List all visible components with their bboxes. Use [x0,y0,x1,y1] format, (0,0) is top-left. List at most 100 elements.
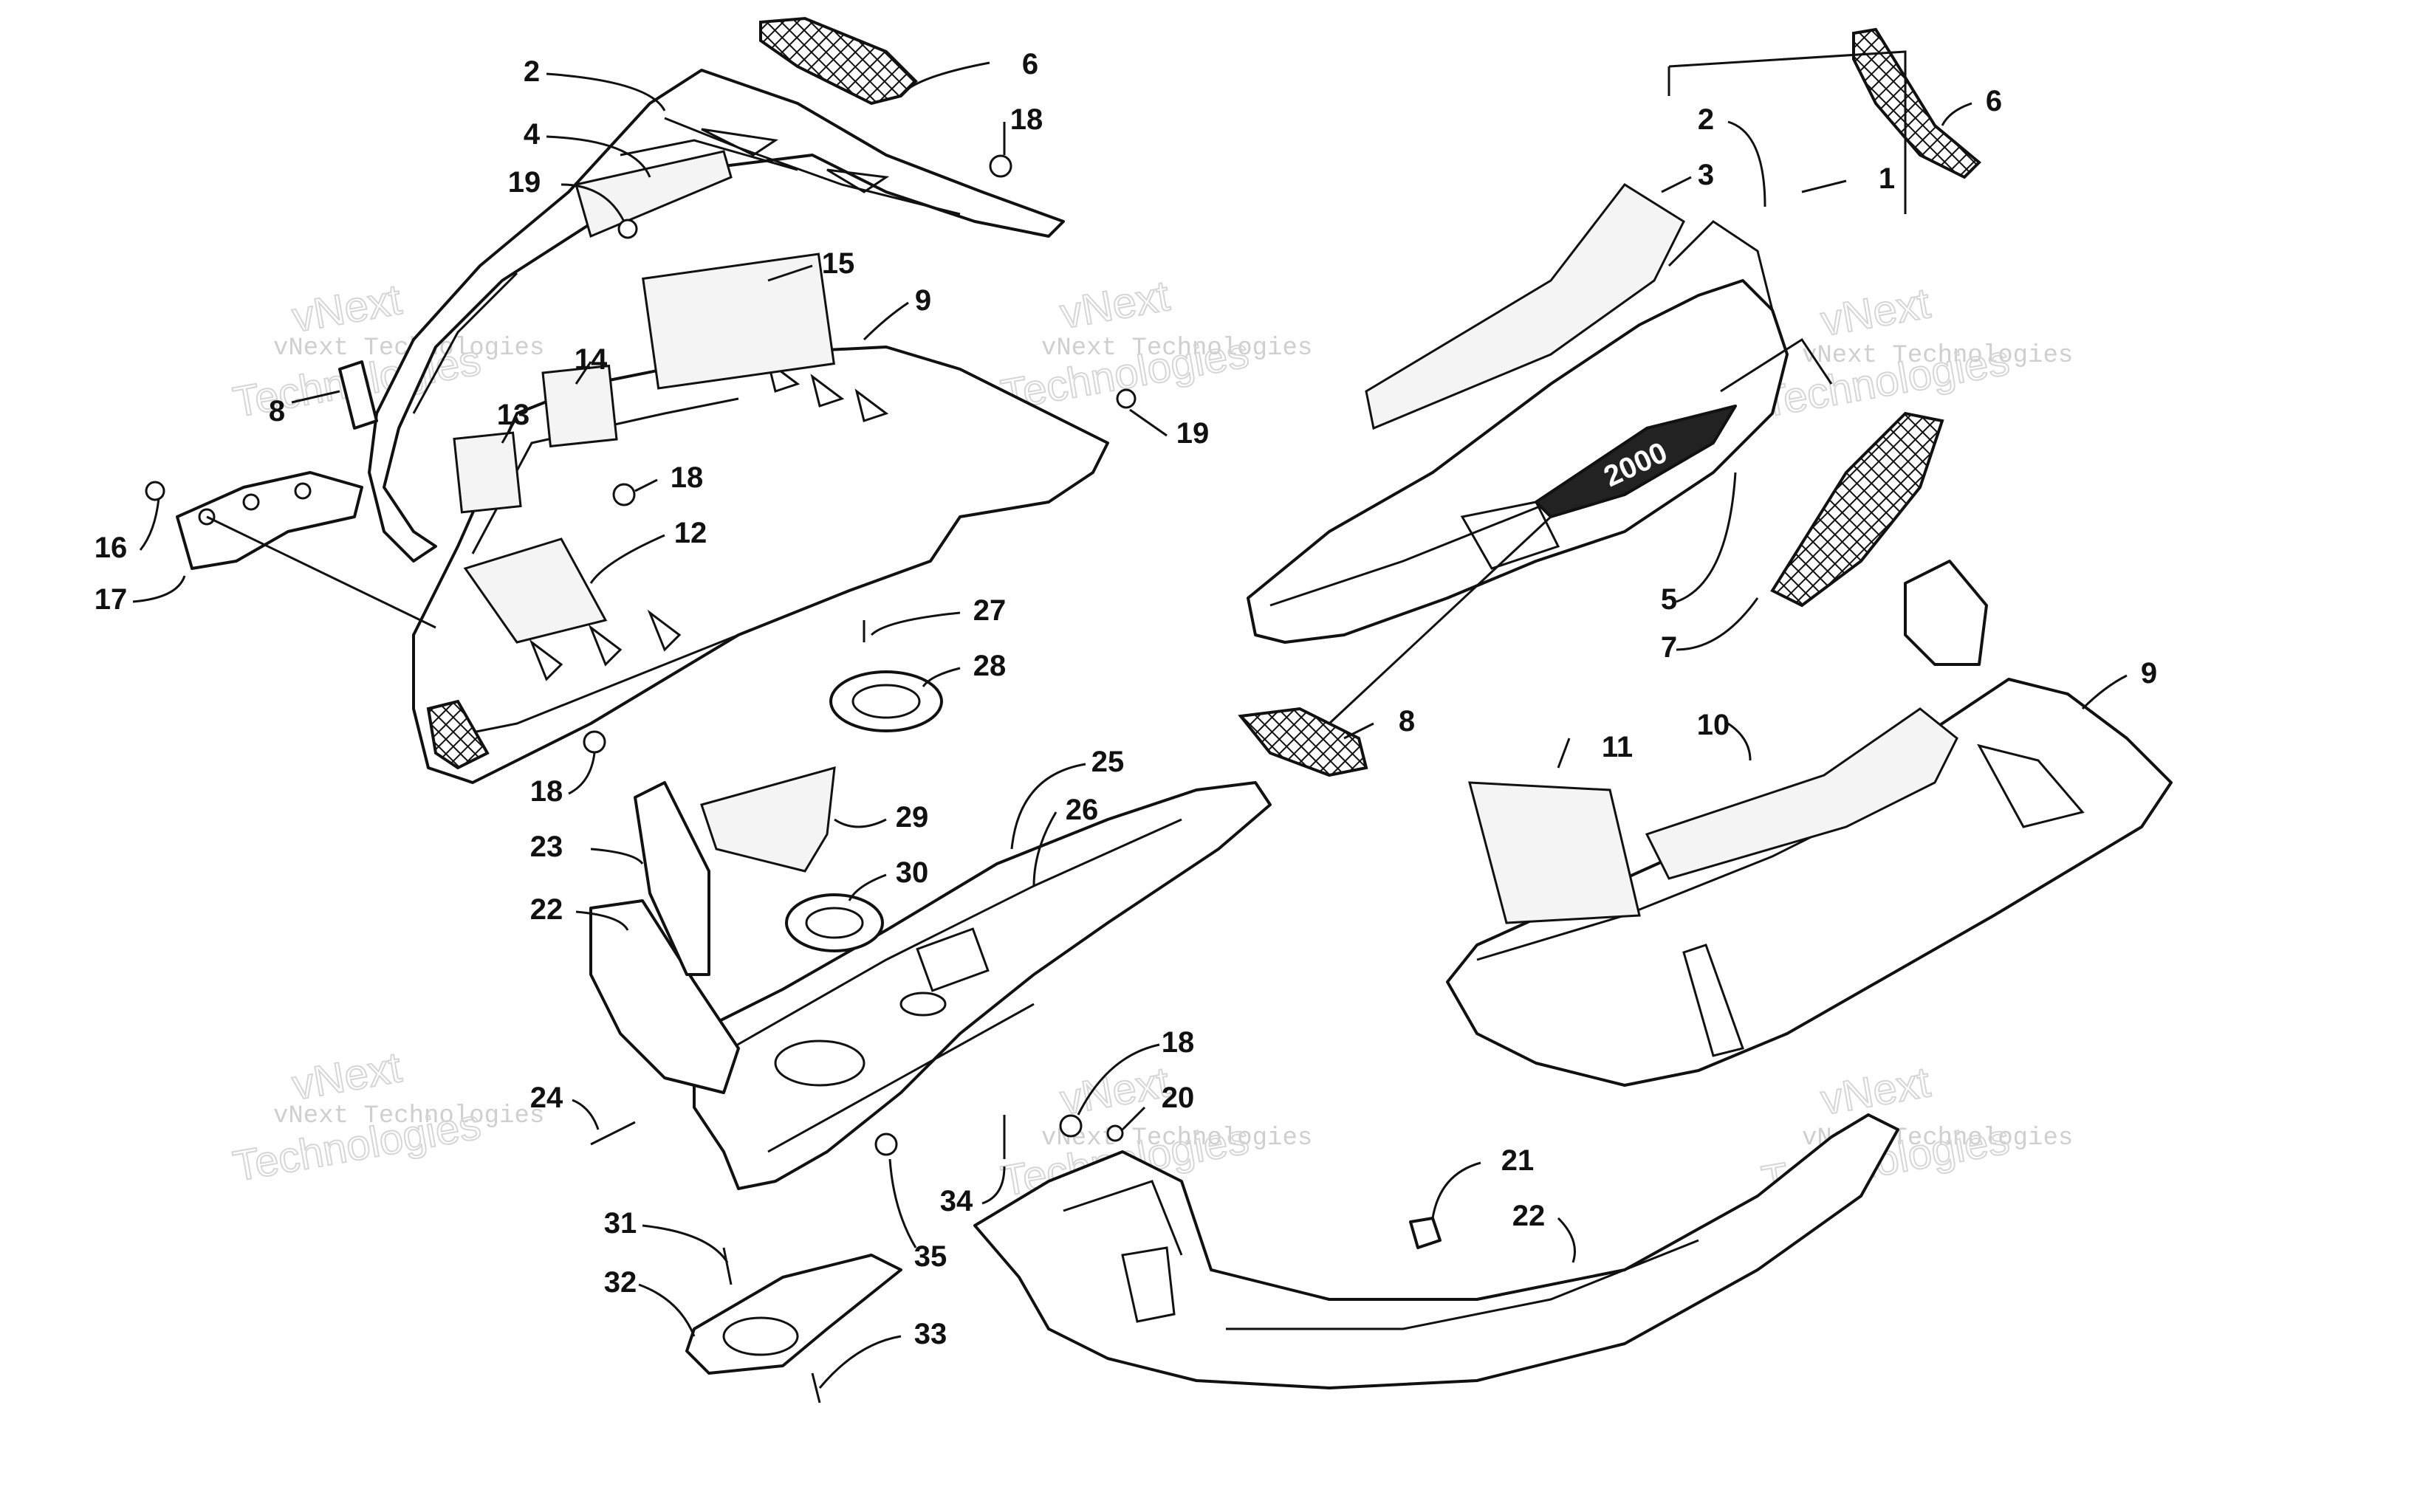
windshield-panel [575,150,733,238]
callout-32: 32 [604,1266,637,1299]
callout-2b: 2 [1698,103,1714,136]
callout-16: 16 [95,532,128,564]
callout-18b: 18 [671,461,704,494]
callout-19b: 19 [1176,417,1210,450]
callout-7: 7 [1661,631,1677,664]
decal-10 [1645,707,1958,880]
callout-13: 13 [497,399,530,431]
callout-18: 18 [1010,103,1043,136]
callout-26: 26 [1066,794,1099,826]
decal-11 [1468,781,1641,924]
bolt-35 [874,1133,898,1156]
watermark-text: vNext [289,275,405,342]
callout-2: 2 [524,55,540,88]
callout-29: 29 [896,801,929,834]
grille-7 [1770,411,1944,608]
ring-30 [785,893,884,952]
watermark-text: vNext Technologies [1041,1124,1312,1152]
callout-6: 6 [1022,48,1038,80]
decal-14 [541,364,618,448]
callout-28: 28 [973,650,1007,682]
watermark-text: vNext [289,1043,405,1110]
callout-9: 9 [915,284,931,317]
belly-pan-assembly [589,620,1272,1403]
bolt-19-right [1116,388,1137,409]
hood-assembly [145,16,1137,784]
callout-33: 33 [914,1318,947,1350]
callout-8b: 8 [1399,705,1415,738]
grille-6-upper [759,16,918,106]
screw-33 [811,1372,821,1403]
callout-30: 30 [896,856,929,889]
bracket-32 [685,1254,902,1375]
clip-8-left [338,360,378,430]
nut-18-lower [1059,1114,1083,1138]
callout-20: 20 [1162,1082,1195,1114]
pan-hole-1 [774,1040,865,1087]
hood-shell [368,69,1065,563]
callout-24: 24 [530,1082,563,1114]
side-panel-assembly: 2000 [1238,27,1981,777]
pan-hole-2 [899,992,947,1017]
side-plate-17 [176,471,363,570]
grille-6-right [1852,27,1981,179]
decal-3 [1365,183,1685,430]
clip-21 [1409,1217,1442,1249]
watermark-text: vNext Technologies [1041,334,1312,362]
nose-grille [426,699,490,770]
callout-22: 22 [530,893,563,926]
bolt-19-left [617,219,638,239]
callout-12: 12 [674,517,707,549]
callout-14: 14 [575,343,608,376]
callout-35: 35 [914,1240,947,1273]
callout-11: 11 [1602,731,1633,763]
plate-29 [700,766,836,873]
watermark-text: vNext [1057,272,1173,338]
belly-pan [693,781,1272,1190]
callout-23: 23 [530,831,563,863]
watermark-text: vNext [1057,1058,1173,1124]
screw-24 [590,1121,636,1146]
callout-22b: 22 [1512,1200,1546,1232]
bolt-20 [1106,1124,1124,1142]
callout-15: 15 [822,247,855,280]
leader-lines [132,61,2128,1389]
callout-9b: 9 [2141,657,2157,690]
callout-19: 19 [508,166,541,199]
nut-18-left-mid [612,483,636,506]
deflector-22-left [589,899,740,1094]
ring-28 [829,670,943,732]
decal-13 [453,431,522,514]
watermark-text: vNext [1817,279,1933,346]
callout-34: 34 [940,1185,973,1217]
grille-8-right [1238,707,1368,777]
nut-18-left-top [989,154,1012,178]
deflector-22-right [973,1113,1899,1389]
callout-4: 4 [524,118,541,151]
watermark-text: vNext Technologies [1802,342,2073,370]
callout-25: 25 [1091,746,1125,778]
deflector-23 [634,781,710,976]
callout-3: 3 [1698,159,1714,191]
watermark-text: vNext Technologies [273,1102,544,1130]
callout-1: 1 [1879,162,1895,195]
callout-17: 17 [95,583,128,616]
watermark-text: vNext [1817,1058,1933,1124]
callout-27: 27 [973,594,1007,627]
callout-5: 5 [1661,583,1677,616]
callout-31: 31 [604,1207,637,1240]
callout-18d: 18 [1162,1026,1195,1059]
bolt-16 [145,481,165,501]
callout-10: 10 [1697,709,1730,741]
decal-15 [642,252,835,390]
callout-18c: 18 [530,775,563,808]
callout-8: 8 [269,395,285,427]
screw-31 [722,1247,733,1285]
nut-18-left-bottom [583,730,606,754]
callouts: 2 6 4 18 19 15 9 14 8 13 19 18 16 12 17 … [95,48,2157,1350]
callout-6b: 6 [1986,85,2002,117]
lower-right-panel [1446,560,2173,1087]
inner-panel-12 [463,537,608,644]
callout-21: 21 [1501,1144,1535,1177]
